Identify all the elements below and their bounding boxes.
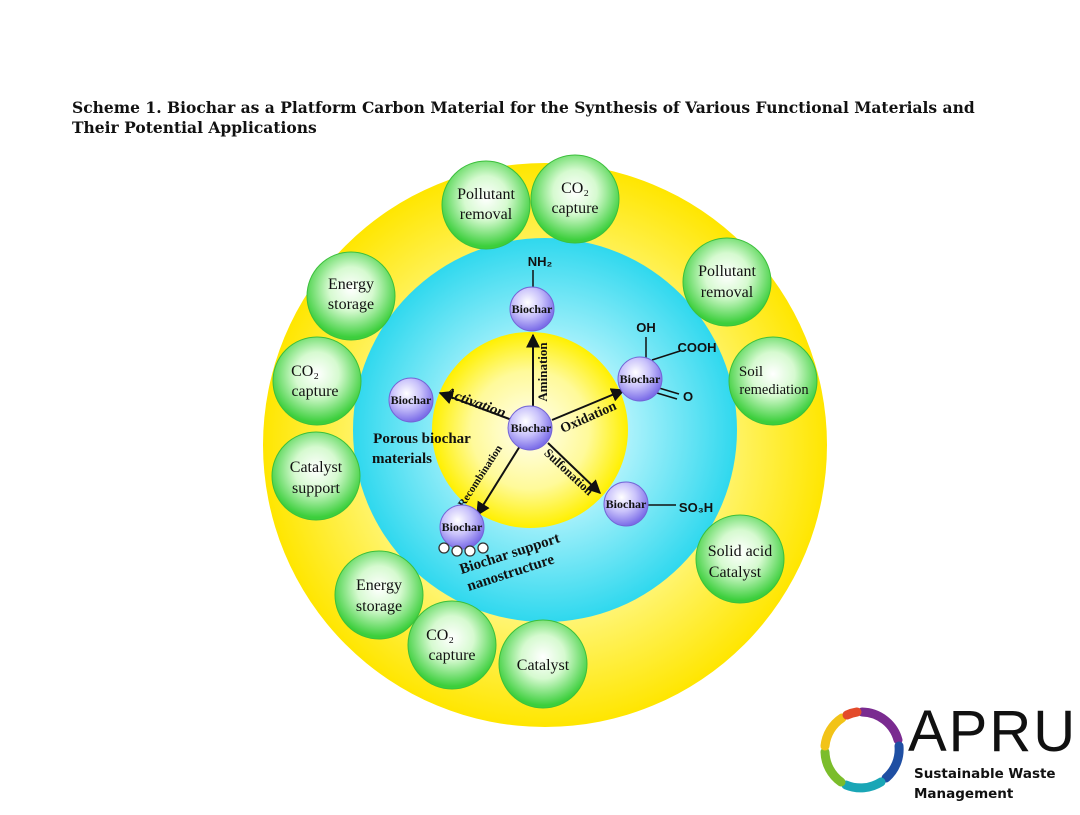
activation-caption-line2: materials [372,451,432,467]
application-bubble: Catalyst support [271,431,361,521]
apru-subtitle-line2: Management [914,786,1014,802]
label-amination: Amination [535,342,550,402]
application-bubble: CO₂ capture [272,336,362,426]
oxidation-biochar-label: Biochar [620,372,661,386]
activation-biochar-label: Biochar [391,393,432,407]
nanoparticle [438,542,450,554]
amination-biochar-label: Biochar [512,302,553,316]
application-bubble: Energy storage [306,251,396,341]
application-bubble: Pollutant removal [682,237,772,327]
app-label-line1: Energy [328,276,374,293]
arrow-sulfonation [547,442,602,494]
arrow-activation [438,390,513,421]
app-label-line1: CO₂ [561,180,589,197]
recombination-biochar-label: Biochar [442,520,483,534]
apru-ring-icon [820,707,904,793]
sulfonation-biochar-label: Biochar [606,497,647,511]
apru-subtitle-line1: Sustainable Waste [914,766,1056,782]
activation-node: Biochar Porous biochar materials [372,377,471,467]
application-bubble: Solid acid Catalyst [695,514,785,604]
application-bubble: CO₂ capture [407,600,497,690]
arrow-recombination [476,445,521,517]
app-label-line2: removal [460,206,513,223]
app-label-line2: support [292,480,341,497]
application-bubble: Soil remediation [728,336,818,426]
oh-group: OH [636,320,656,335]
application-bubble: Pollutant removal [441,160,531,250]
nanoparticle [451,545,463,557]
app-label-line1: Solid acid [708,543,772,560]
apru-wordmark: APRU [908,699,1078,764]
application-bubble: Catalyst [498,619,588,709]
center-biochar-label: Biochar [511,421,552,435]
app-label-line2: capture [428,647,475,664]
so3h-group: SO₃H [679,500,713,515]
application-bubble: Energy storage [334,550,424,640]
app-label-line1: Pollutant [457,186,515,203]
application-bubble: CO₂ capture [530,154,620,244]
scheme-caption: Scheme 1. Biochar as a Platform Carbon M… [72,98,975,137]
cooh-group: COOH [678,340,717,355]
nh2-group: NH₂ [528,254,553,269]
carbonyl-o-group: O [683,389,693,404]
activation-caption-line1: Porous biochar [373,431,471,447]
arrow-oxidation [551,388,626,421]
app-label-line2: storage [356,598,402,615]
app-label-line1: Soil [739,364,763,380]
app-label-line1: Energy [356,577,402,594]
app-label-line2: Catalyst [709,564,762,581]
app-label-line2: capture [291,383,338,400]
amination-node: NH₂ Biochar [509,254,555,332]
app-label-line1: Catalyst [290,459,343,476]
apru-logo: APRU Sustainable Waste Management [816,699,1078,812]
center-biochar-node: Biochar [507,405,553,451]
app-label-line2: removal [701,284,754,301]
app-label-line1: CO₂ [291,363,319,380]
nanoparticle [477,542,489,554]
nanoparticle [464,545,476,557]
app-label-line1: CO₂ [426,627,454,644]
app-label-line2: remediation [739,382,809,398]
app-label-line2: storage [328,296,374,313]
oxidation-node: OH COOH O Biochar [617,320,717,404]
app-label-line1: Catalyst [517,657,570,674]
sulfonation-node: SO₃H Biochar [603,481,713,527]
app-label-line2: capture [551,200,598,217]
app-label-line1: Pollutant [698,263,756,280]
